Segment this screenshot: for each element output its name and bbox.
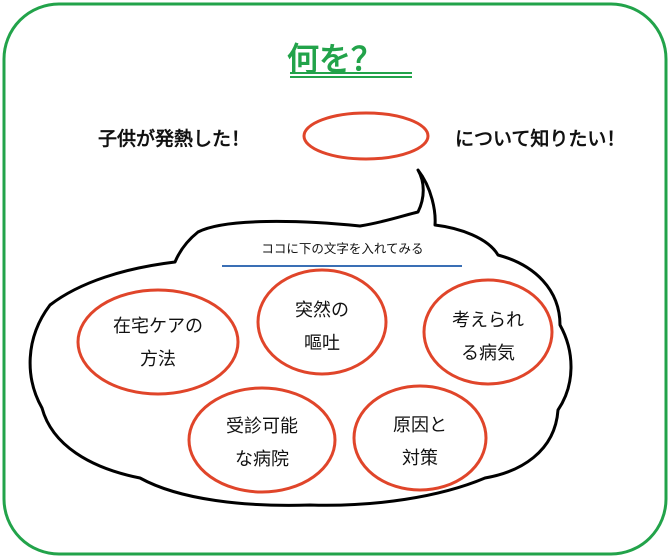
topic-ellipse-1 (76, 288, 240, 396)
topic-2-line1: 突然の (295, 300, 349, 321)
bubble-hint: ココに下の文字を入れてみる (261, 241, 424, 256)
page-title: 何を？ (286, 40, 383, 78)
topic-ellipse-4 (187, 386, 337, 494)
topic-3-line2: る病気 (461, 343, 515, 364)
topic-ellipse-2 (256, 268, 388, 376)
topic-1-line2: 方法 (140, 349, 176, 370)
topic-ellipse-3 (422, 278, 554, 386)
topic-5-line2: 対策 (402, 448, 438, 469)
topic-1-line1: 在宅ケアの (113, 316, 203, 337)
topic-5: 原因と 対策 (360, 409, 480, 475)
topic-2: 突然の 嘔吐 (262, 294, 382, 360)
sentence-before: 子供が発熱した！ (98, 128, 251, 150)
blank-ellipse (302, 111, 430, 161)
topic-1: 在宅ケアの 方法 (93, 310, 223, 376)
topic-4: 受診可能 な病院 (197, 410, 327, 476)
topic-ellipse-5 (352, 384, 488, 492)
sentence-after: について知りたい！ (455, 128, 626, 150)
topic-3-line1: 考えられ (452, 310, 524, 331)
topic-4-line1: 受診可能 (226, 416, 298, 437)
topic-3: 考えられ る病気 (428, 304, 548, 370)
topic-5-line1: 原因と (393, 415, 447, 436)
topic-2-line2: 嘔吐 (304, 333, 340, 354)
topic-4-line2: な病院 (235, 449, 289, 470)
